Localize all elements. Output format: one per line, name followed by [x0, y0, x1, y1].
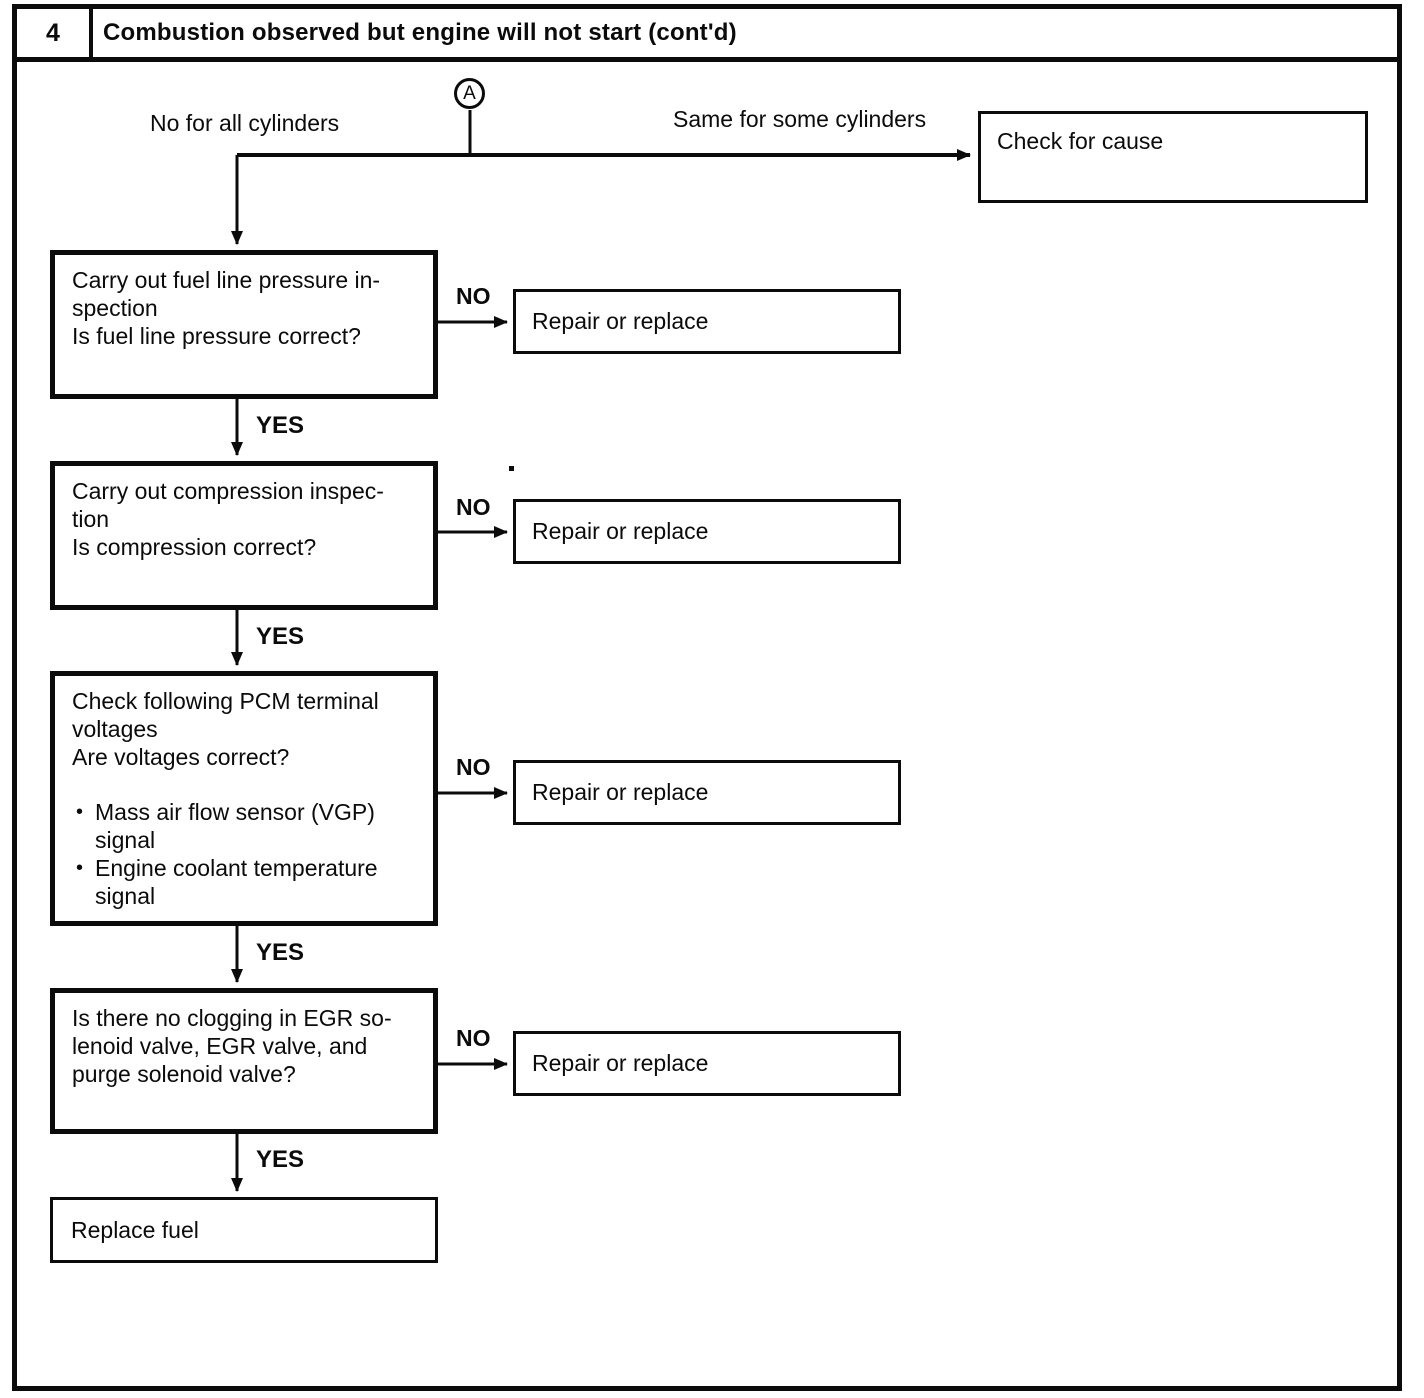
header-divider	[89, 4, 93, 58]
result-text: Repair or replace	[532, 1050, 709, 1076]
bullet-item: • Engine coolant temperature signal	[76, 854, 419, 910]
step-text: Carry out compression inspec- tion Is co…	[72, 478, 384, 560]
no-label-2: NO	[456, 494, 491, 520]
final-action-box: Replace fuel	[50, 1197, 438, 1263]
header-underline	[12, 57, 1402, 62]
result-box-repair-2: Repair or replace	[513, 499, 901, 564]
bullet-text: Engine coolant temperature signal	[95, 855, 378, 909]
step-text: Check following PCM terminal voltages Ar…	[72, 688, 379, 770]
no-label-4: NO	[456, 1025, 491, 1051]
yes-label-2: YES	[256, 623, 305, 650]
yes-label-1: YES	[256, 412, 305, 439]
yes-label-4: YES	[256, 1146, 305, 1173]
no-label-1: NO	[456, 283, 491, 309]
step-box-pcm-terminal-voltages: Check following PCM terminal voltages Ar…	[50, 671, 438, 926]
page-title: Combustion observed but engine will not …	[103, 19, 737, 46]
branch-label-no-all-cylinders: No for all cylinders	[150, 110, 340, 136]
result-text: Repair or replace	[532, 308, 709, 334]
bullet-item: • Mass air flow sensor (VGP) signal	[76, 798, 419, 854]
stray-scan-mark	[509, 466, 514, 471]
bullet-text: Mass air flow sensor (VGP) signal	[95, 799, 375, 853]
result-box-repair-3: Repair or replace	[513, 760, 901, 825]
result-text: Repair or replace	[532, 779, 709, 805]
step-text: Is there no clogging in EGR so- lenoid v…	[72, 1005, 392, 1087]
final-action-text: Replace fuel	[71, 1216, 199, 1243]
page-border	[12, 4, 1402, 1391]
bullet-icon: •	[76, 857, 84, 879]
step-box-egr-clogging: Is there no clogging in EGR so- lenoid v…	[50, 988, 438, 1134]
check-for-cause-text: Check for cause	[997, 128, 1164, 154]
step-box-fuel-line-pressure: Carry out fuel line pressure in- spectio…	[50, 250, 438, 399]
step-text: Carry out fuel line pressure in- spectio…	[72, 267, 381, 349]
bullet-icon: •	[76, 801, 84, 823]
step-box-compression: Carry out compression inspec- tion Is co…	[50, 461, 438, 610]
section-number: 4	[46, 18, 60, 47]
branch-label-same-some-cylinders: Same for some cylinders	[673, 106, 927, 132]
yes-label-3: YES	[256, 939, 305, 966]
result-box-repair-4: Repair or replace	[513, 1031, 901, 1096]
check-for-cause-box: Check for cause	[978, 111, 1368, 203]
bullet-list: • Mass air flow sensor (VGP) signal • En…	[76, 798, 419, 910]
connector-a: A	[454, 78, 485, 109]
result-box-repair-1: Repair or replace	[513, 289, 901, 354]
result-text: Repair or replace	[532, 518, 709, 544]
no-label-3: NO	[456, 754, 491, 780]
